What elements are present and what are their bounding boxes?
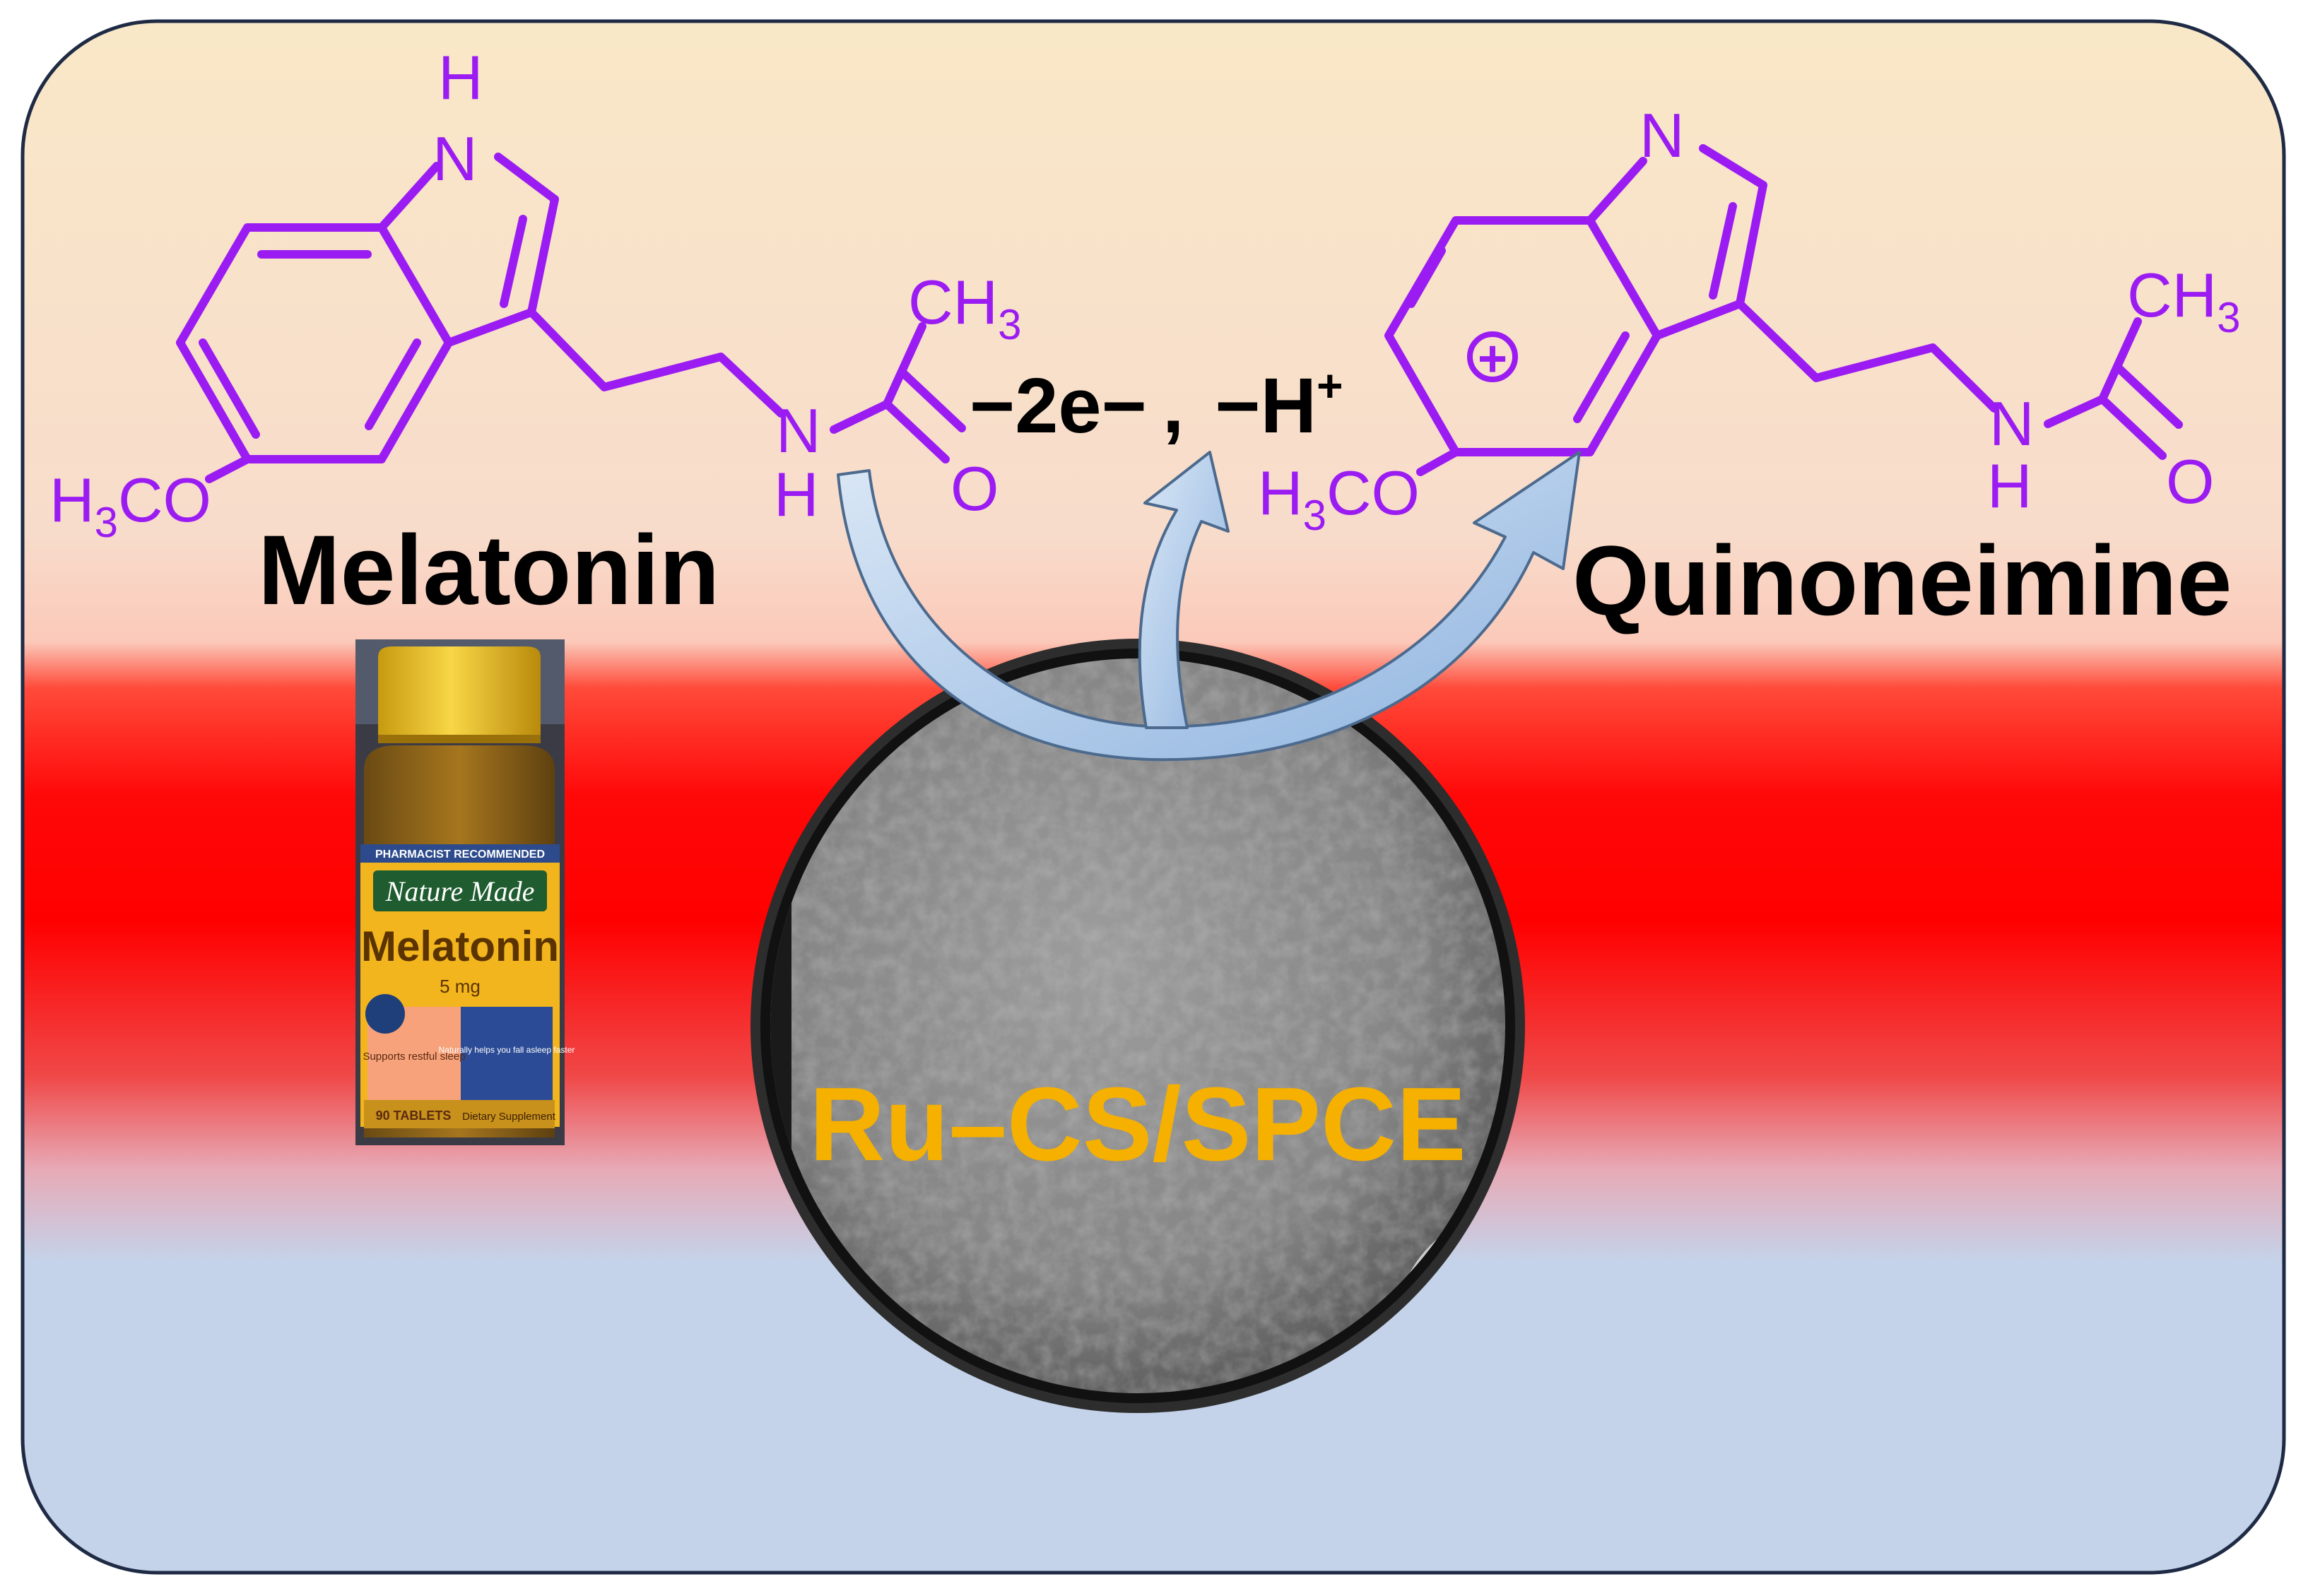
quinoneimine-structure: + N N H CH3 O H3CO	[1258, 100, 2240, 539]
atom-methyl: CH3	[908, 267, 1021, 348]
melatonin-structure: H N N H CH3 O H3CO	[49, 42, 1021, 546]
reaction-conditions: −2e−,−H+	[970, 360, 1343, 449]
atom-methoxy: H3CO	[49, 465, 211, 546]
bottle-footer: Dietary Supplement	[462, 1111, 556, 1123]
atom-n-amide: N	[1989, 389, 2035, 459]
atom-h-indole: H	[438, 42, 483, 112]
atom-o-carbonyl: O	[950, 454, 999, 524]
bottle-claim-right: Naturally helps you fall asleep faster	[439, 1045, 575, 1055]
bottle-brand: Nature Made	[385, 875, 535, 907]
atom-n-indole: N	[432, 124, 478, 194]
plus-in-circle-icon	[1467, 331, 1518, 382]
atom-o-carbonyl: O	[2166, 447, 2214, 516]
melatonin-label: Melatonin	[258, 514, 719, 625]
bottle-banner: PHARMACIST RECOMMENDED	[375, 849, 545, 861]
atom-h-amide: H	[1987, 451, 2032, 521]
atom-methyl: CH3	[2127, 260, 2240, 341]
charge-sign: +	[1478, 331, 1507, 387]
curved-arrow-icon	[837, 451, 1581, 762]
electrode-label: Ru–CS/SPCE	[809, 1066, 1466, 1183]
melatonin-bottle-photo: PHARMACIST RECOMMENDED Nature Made Melat…	[355, 639, 575, 1145]
electrode-sem-image: Ru–CS/SPCE	[750, 639, 1525, 1413]
atom-h-amide: H	[774, 459, 819, 529]
atom-n-ring: N	[1639, 100, 1685, 170]
bottle-dose: 5 mg	[440, 976, 481, 997]
atom-methoxy: H3CO	[1258, 458, 1420, 539]
atom-n-amide: N	[776, 396, 821, 466]
quinoneimine-label: Quinoneimine	[1572, 525, 2232, 636]
bottle-claim-left: Supports restful sleep	[363, 1051, 465, 1063]
bottle-product: Melatonin	[361, 923, 559, 970]
bottle-count: 90 TABLETS	[376, 1109, 452, 1123]
